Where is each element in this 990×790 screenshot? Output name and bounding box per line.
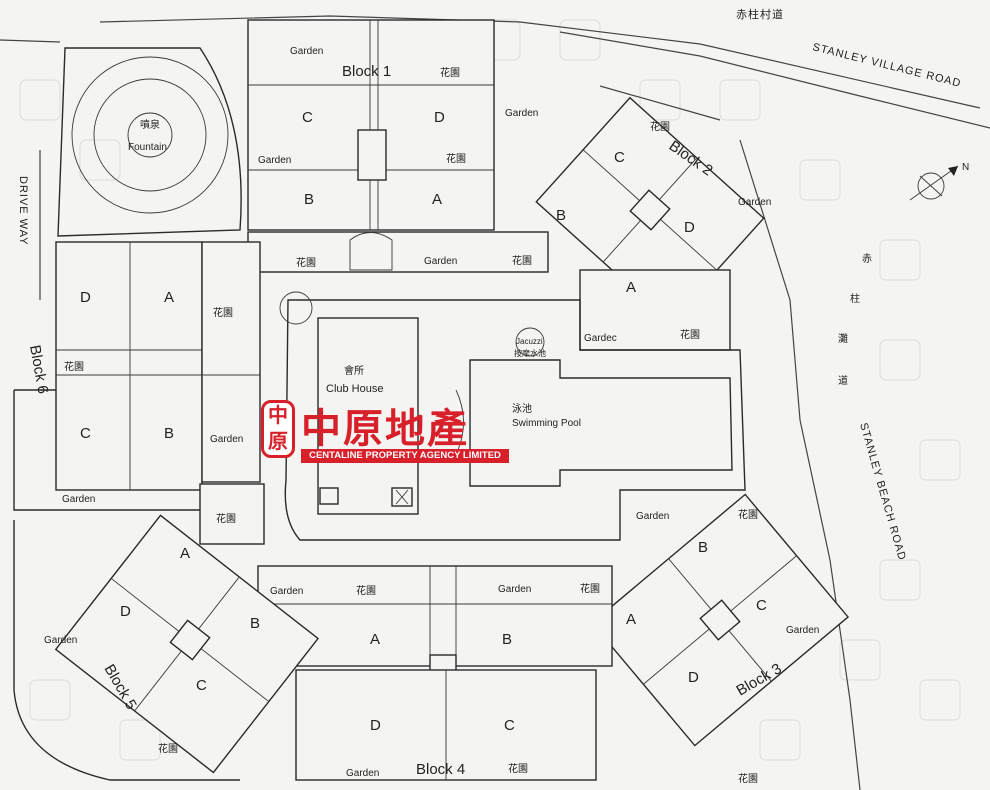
block-6-structure <box>13 241 265 545</box>
garden-label: Garden <box>210 434 243 445</box>
roads <box>0 15 990 790</box>
clubhouse-label-cn: 會所 <box>344 364 364 377</box>
garden-label-cn: 花園 <box>512 254 532 267</box>
pool-label-cn: 泳池 <box>512 402 532 415</box>
garden-label-cn: 花園 <box>440 66 460 79</box>
unit-label: C <box>756 597 767 614</box>
clubhouse-label-en: Club House <box>326 383 383 395</box>
garden-label: Garden <box>44 635 77 646</box>
road-label-stanley-beach-en: STANLEY BEACH ROAD <box>857 422 908 563</box>
unit-label: D <box>688 669 699 686</box>
block-6-label: Block 6 <box>26 344 51 395</box>
road-label-beach-cn-4: 道 <box>838 374 848 387</box>
block-4-label: Block 4 <box>416 761 465 778</box>
block-2-lower <box>579 269 731 351</box>
unit-label: B <box>164 425 174 442</box>
garden-label-cn: 花園 <box>213 306 233 319</box>
garden-label: Garden <box>346 768 379 779</box>
block-5-structure <box>54 514 320 774</box>
unit-label: B <box>556 207 566 224</box>
garden-label-cn: 花園 <box>216 512 236 525</box>
centaline-watermark-logo: 中原 中原地產 CENTALINE PROPERTY AGENCY LIMITE… <box>261 398 513 470</box>
fountain-area <box>57 47 242 237</box>
garden-label: Garden <box>786 625 819 636</box>
clubhouse-pool-area <box>279 291 746 541</box>
road-label-beach-cn-1: 赤 <box>862 253 872 265</box>
garden-label-cn: 花園 <box>356 584 376 597</box>
unit-label: C <box>614 149 625 166</box>
unit-label: B <box>250 615 260 632</box>
unit-label: D <box>684 219 695 236</box>
centaline-logo-icon: 中原 <box>261 400 295 458</box>
pool-label-en: Swimming Pool <box>512 418 581 429</box>
jacuzzi-label-cn: 按摩水池 <box>514 348 546 358</box>
block-1-structure <box>247 19 549 273</box>
jacuzzi-label-en: Jacuzzi <box>516 337 543 346</box>
unit-label: C <box>80 425 91 442</box>
unit-label: D <box>434 109 445 126</box>
garden-label: Garden <box>424 256 457 267</box>
garden-label-cn: 花園 <box>738 508 758 521</box>
garden-label-cn: 花園 <box>738 772 758 785</box>
unit-label: C <box>302 109 313 126</box>
road-label-stanley-village-cn: 赤柱村道 <box>736 7 784 21</box>
block-3-structure <box>590 493 850 747</box>
garden-label-cn: 花園 <box>650 120 670 133</box>
unit-label: D <box>80 289 91 306</box>
unit-label: A <box>432 191 442 208</box>
block-4-structure <box>257 565 613 781</box>
road-label-beach-cn-2: 柱 <box>850 292 860 305</box>
block-2-structure <box>535 96 765 324</box>
north-label: N <box>962 162 969 173</box>
watermark-text-cn: 中原地產 <box>301 406 469 452</box>
road-label-beach-cn-3: 灘 <box>838 332 848 345</box>
unit-label: C <box>504 717 515 734</box>
north-arrow-icon <box>909 165 959 201</box>
garden-label: Garden <box>62 494 95 505</box>
garden-label: Garden <box>498 584 531 595</box>
block-1-label: Block 1 <box>342 63 391 80</box>
unit-label: A <box>370 631 380 648</box>
road-label-drive-way: DRIVE WAY <box>17 176 29 246</box>
unit-label: A <box>180 545 190 562</box>
garden-label: Garden <box>258 155 291 166</box>
garden-label-cn: 花園 <box>508 762 528 775</box>
fountain-label-en: Fountain <box>128 142 167 153</box>
block-5-boundary <box>13 520 240 781</box>
garden-label-cn: 花園 <box>296 256 316 269</box>
garden-label-cn: 花園 <box>680 328 700 341</box>
unit-label: D <box>370 717 381 734</box>
unit-label: B <box>502 631 512 648</box>
unit-label: B <box>698 539 708 556</box>
garden-label: Garden <box>290 46 323 57</box>
unit-label: A <box>164 289 174 306</box>
watermark-text-en: CENTALINE PROPERTY AGENCY LIMITED <box>301 449 509 463</box>
unit-label: A <box>626 279 636 296</box>
fountain-label-cn: 噴泉 <box>140 118 160 131</box>
garden-label-cn: 花園 <box>580 582 600 595</box>
unit-label: A <box>626 611 636 628</box>
unit-label: C <box>196 677 207 694</box>
garden-label: Garden <box>505 108 538 119</box>
watermark-pattern <box>19 19 961 761</box>
road-label-stanley-village-en: STANLEY VILLAGE ROAD <box>811 41 962 90</box>
unit-label: D <box>120 603 131 620</box>
garden-label: Garden <box>270 586 303 597</box>
unit-label: B <box>304 191 314 208</box>
garden-label-cn: 花園 <box>158 742 178 755</box>
garden-label-partial: Gardec <box>584 333 617 344</box>
garden-label: Garden <box>738 197 771 208</box>
garden-label-cn: 花園 <box>64 360 84 373</box>
garden-label-cn: 花園 <box>446 152 466 165</box>
garden-label: Garden <box>636 511 669 522</box>
